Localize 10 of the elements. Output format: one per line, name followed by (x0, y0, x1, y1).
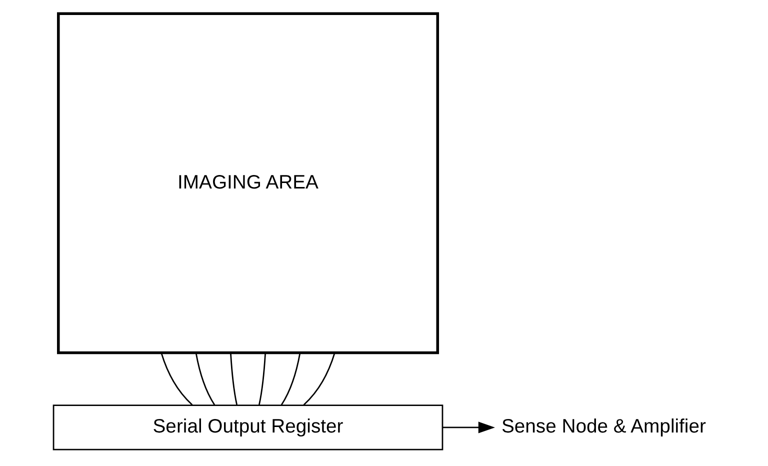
connector (195, 352, 216, 406)
connector (230, 352, 238, 405)
node-box: Serial Output Register (52, 404, 444, 450)
connector (303, 352, 336, 406)
node-box: IMAGING AREA (57, 12, 440, 354)
connector (280, 352, 301, 406)
connector (258, 352, 266, 406)
arrow (442, 422, 496, 434)
connector (160, 352, 193, 406)
node-text: Sense Node & Amplifier (502, 416, 706, 438)
